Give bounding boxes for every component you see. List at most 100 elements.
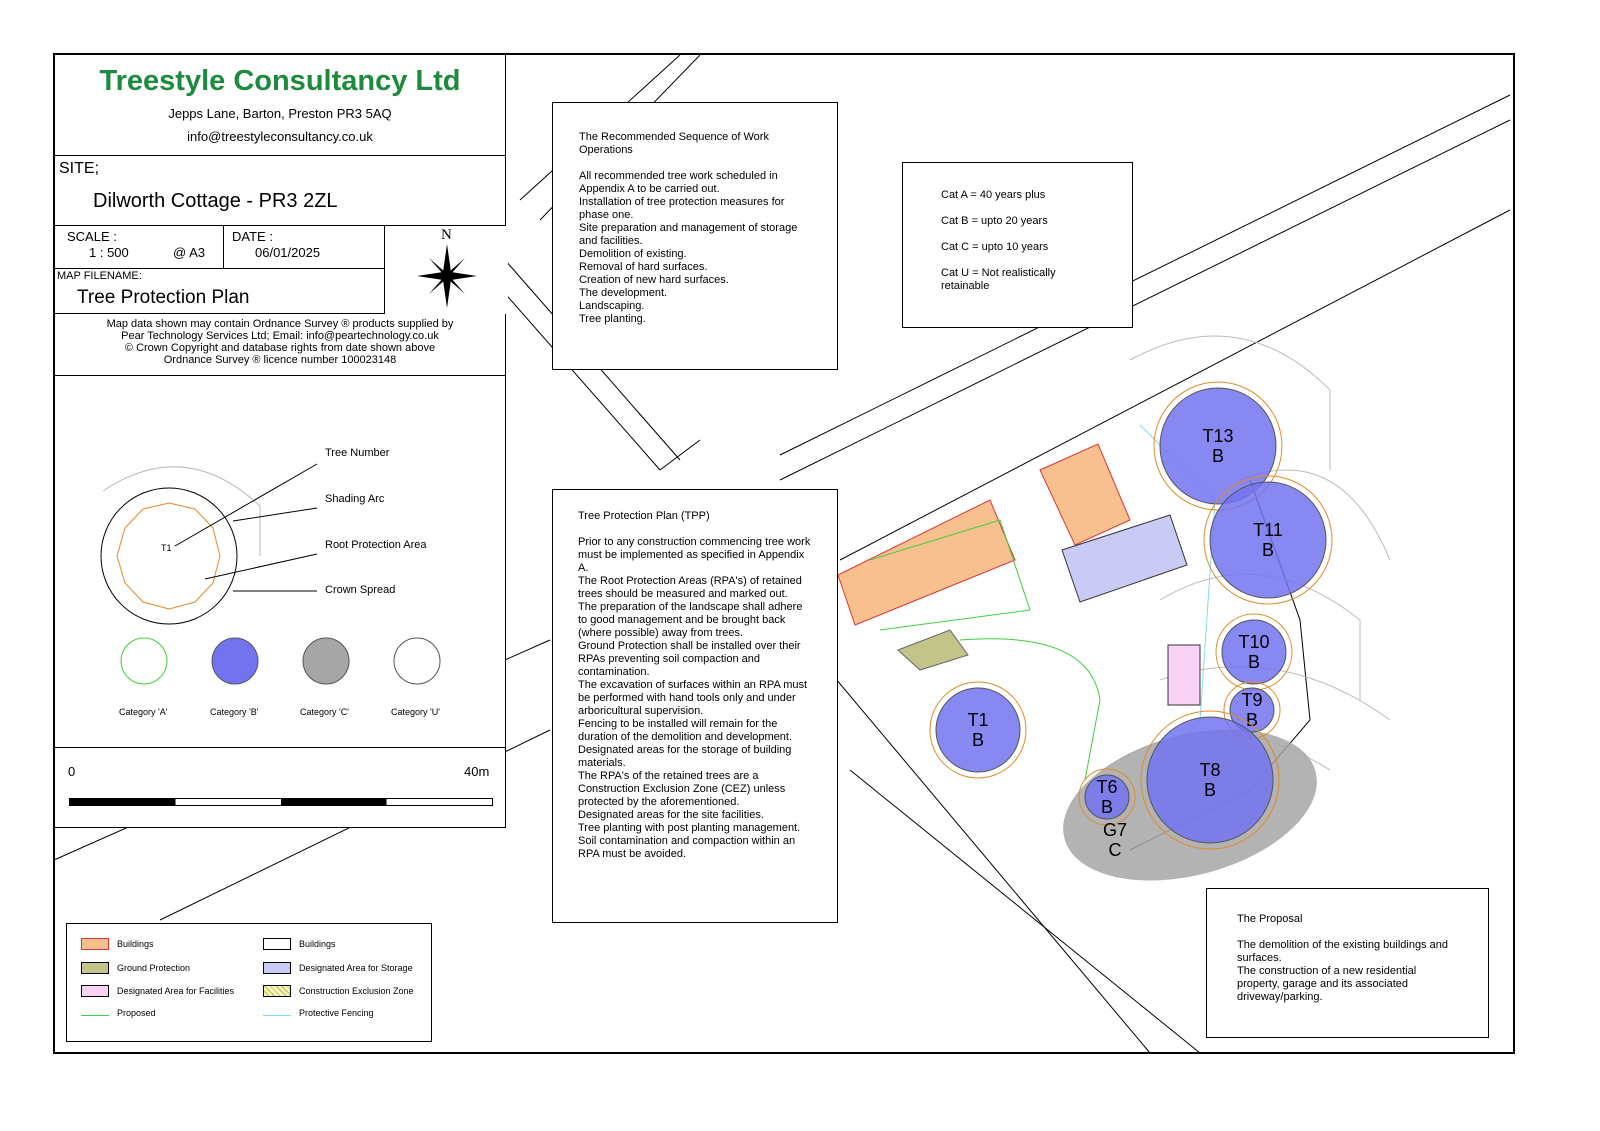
swatch-buildings-proposed <box>81 938 109 950</box>
list-item: Site preparation and management of stora… <box>579 222 798 247</box>
filename-value: Tree Protection Plan <box>77 287 250 308</box>
list-item: Designated areas for the storage of buil… <box>578 744 792 769</box>
list-item: Landscaping. <box>579 300 645 312</box>
tree-number: G7 <box>1103 820 1127 840</box>
swatch-buildings-existing <box>263 938 291 950</box>
tpp-box: Tree Protection Plan (TPP) Prior to any … <box>552 489 838 923</box>
tree-category: B <box>1212 446 1224 466</box>
existing-building <box>837 499 1016 626</box>
copyright-line: Ordnance Survey ® licence number 1000231… <box>163 354 397 366</box>
key-tree-number: T1 <box>161 543 172 553</box>
tree-rpa <box>929 681 1027 779</box>
swatch-storage <box>263 962 291 974</box>
copyright-line: © Crown Copyright and database rights fr… <box>124 342 436 354</box>
list-item: Designated areas for the site facilities… <box>578 809 764 821</box>
tree-canopy <box>1084 774 1130 820</box>
proposal-item: The demolition of the existing buildings… <box>1237 939 1448 964</box>
north-arrow-box: N <box>384 226 508 314</box>
title-block: Treestyle Consultancy Ltd Jepps Lane, Ba… <box>54 54 508 828</box>
tree-number: T11 <box>1253 520 1283 540</box>
scale-label: SCALE : <box>67 229 117 244</box>
scale-paper: @ A3 <box>173 245 205 260</box>
tree-number: T8 <box>1199 760 1220 780</box>
legend-label: Designated Area for Facilities <box>117 986 235 996</box>
callout-rpa: Root Protection Area <box>325 539 427 551</box>
tree-number: T1 <box>967 710 988 730</box>
proposal-title: The Proposal <box>1237 913 1303 925</box>
tree-category: B <box>1248 652 1260 672</box>
filename-label: MAP FILENAME: <box>57 270 142 282</box>
legend-label: Buildings <box>299 939 336 949</box>
swatch-fencing <box>263 1010 291 1016</box>
list-item: Tree planting. <box>579 313 646 325</box>
date-value: 06/01/2025 <box>255 245 321 260</box>
tree-category: B <box>1262 540 1274 560</box>
ground-protection <box>897 629 969 671</box>
category-c-label: Category 'C' <box>300 707 349 717</box>
tree-rpa <box>1078 768 1136 826</box>
legend-label: Ground Protection <box>117 963 191 973</box>
tree-key: T1 Tree Number Shading Arc Root Protecti… <box>55 376 505 748</box>
callout-tree-number: Tree Number <box>325 447 390 459</box>
date-label: DATE : <box>232 229 273 244</box>
tree-canopy <box>935 687 1021 773</box>
tree-category: B <box>1246 710 1258 730</box>
tpp-title: Tree Protection Plan (TPP) <box>578 510 710 522</box>
tree-canopy <box>1221 619 1287 685</box>
cat-u: Cat U = Not realistically retainable <box>941 267 1056 292</box>
proposed-line <box>869 519 1101 781</box>
list-item: The preparation of the landscape shall a… <box>578 601 803 639</box>
work-sequence-box: The Recommended Sequence of Work Operati… <box>552 102 838 370</box>
list-item: Creation of new hard surfaces. <box>579 274 729 286</box>
proposal-item: The construction of a new residential pr… <box>1237 965 1417 1003</box>
company-address: Jepps Lane, Barton, Preston PR3 5AQ <box>168 106 392 121</box>
tree-number: T9 <box>1241 690 1262 710</box>
company-name: Treestyle Consultancy Ltd <box>99 65 461 97</box>
scale-bar: 0 40m <box>55 748 505 828</box>
site-label: SITE; <box>59 160 100 177</box>
copyright-line: Map data shown may contain Ordnance Surv… <box>106 318 454 330</box>
list-item: The Root Protection Areas (RPA's) of ret… <box>578 575 802 600</box>
list-item: Demolition of existing. <box>579 248 687 260</box>
list-item: Ground Protection shall be installed ove… <box>578 640 801 678</box>
cat-a: Cat A = 40 years plus <box>941 189 1046 201</box>
list-item: Fencing to be installed will remain for … <box>578 718 793 743</box>
tree-canopy <box>1146 716 1274 844</box>
sequence-title: The Recommended Sequence of Work Operati… <box>579 131 769 156</box>
cat-b: Cat B = upto 20 years <box>941 215 1048 227</box>
tree-canopy <box>1159 387 1277 505</box>
tree-canopy <box>1229 687 1275 733</box>
copyright-line: Pear Technology Services Ltd; Email: inf… <box>121 330 439 342</box>
category-a-label: Category 'A' <box>119 707 168 717</box>
north-label: N <box>441 227 452 243</box>
storage-area <box>1061 514 1188 603</box>
legend-label: Buildings <box>117 939 154 949</box>
site-name: Dilworth Cottage - PR3 2ZL <box>93 190 338 212</box>
proposal-box: The Proposal The demolition of the exist… <box>1206 888 1489 1038</box>
cat-c: Cat C = upto 10 years <box>941 241 1049 253</box>
list-item: All recommended tree work scheduled in A… <box>579 170 778 195</box>
tree-category: B <box>1204 780 1216 800</box>
compass-rose-icon <box>417 244 477 308</box>
tree-number: T10 <box>1238 632 1269 652</box>
list-item: Installation of tree protection measures… <box>579 196 785 221</box>
list-item: Tree planting with post planting managem… <box>578 822 801 834</box>
category-b-label: Category 'B' <box>210 707 259 717</box>
callout-shading-arc: Shading Arc <box>325 493 385 505</box>
swatch-proposed <box>81 1010 109 1016</box>
facilities-area <box>1167 644 1201 706</box>
list-item: The RPA's of the retained trees are a Co… <box>578 770 786 808</box>
list-item: Removal of hard surfaces. <box>579 261 708 273</box>
category-box: Cat A = 40 years plus Cat B = upto 20 ye… <box>902 162 1133 328</box>
existing-garage <box>1039 443 1131 546</box>
scale-start: 0 <box>68 764 76 779</box>
callout-crown-spread: Crown Spread <box>325 584 396 596</box>
tree-category: C <box>1109 840 1122 860</box>
legend-label: Proposed <box>117 1008 156 1018</box>
list-item: The development. <box>579 287 668 299</box>
map-legend: Buildings Buildings Ground Protection De… <box>66 923 432 1042</box>
list-item: The excavation of surfaces within an RPA… <box>578 679 808 717</box>
company-email: info@treestyleconsultancy.co.uk <box>187 129 373 144</box>
list-item: Soil contamination and compaction within… <box>578 835 796 860</box>
